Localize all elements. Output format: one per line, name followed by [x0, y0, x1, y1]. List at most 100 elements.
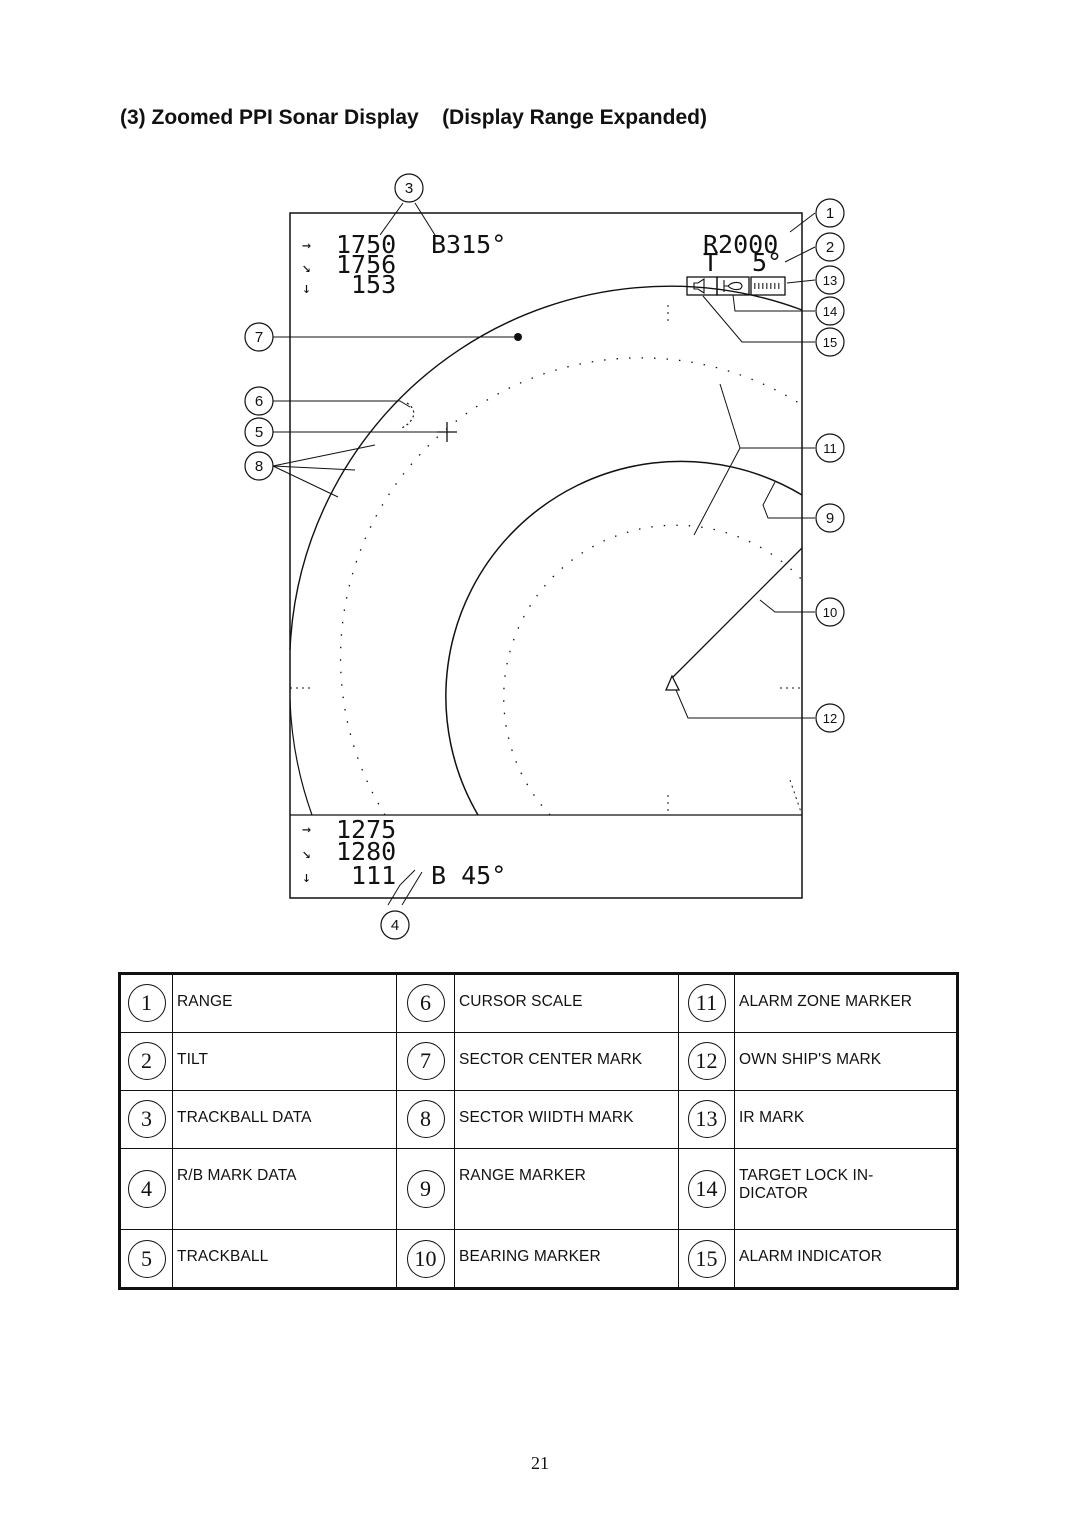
trackball-range-symbol: →	[302, 236, 311, 254]
legend-number: 1	[127, 984, 166, 1023]
own-ship-mark	[665, 674, 681, 691]
alarm-zone-inner-arc	[503, 524, 803, 816]
trackball-depth-symbol: ↓	[302, 279, 311, 297]
legend-label: SECTOR CENTER MARK	[454, 1031, 679, 1091]
display-frame	[289, 212, 803, 899]
callout-markers: 3 1 2 13 14 15 7 6 5 8 11 9 10 12 4	[244, 173, 845, 940]
outer-sector-arc	[289, 285, 803, 651]
callout-11: 11	[815, 433, 845, 463]
legend-label: TARGET LOCK IN- DICATOR	[734, 1147, 957, 1231]
legend-label: CURSOR SCALE	[454, 974, 679, 1033]
callout-3: 3	[394, 173, 424, 203]
callout-1: 1	[815, 198, 845, 228]
svg-text:10: 10	[823, 605, 837, 620]
svg-text:14: 14	[823, 304, 837, 319]
legend-row: 5 TRACKBALL 10 BEARING MARKER 15 ALARM I…	[120, 1229, 957, 1288]
rb-depth: 111	[351, 861, 396, 890]
ir-mark-icons	[686, 276, 786, 296]
svg-text:1: 1	[826, 205, 834, 222]
trackball-bearing: B315°	[431, 230, 506, 259]
legend-number: 10	[406, 1239, 445, 1278]
legend-number: 9	[406, 1169, 445, 1208]
legend-label: BEARING MARKER	[454, 1229, 679, 1288]
legend-number: 14	[687, 1169, 726, 1208]
legend-number: 8	[406, 1100, 445, 1139]
rb-slant: 1280	[336, 837, 396, 866]
callout-5: 5	[244, 417, 274, 447]
svg-text:4: 4	[391, 917, 399, 934]
sector-center-mark	[514, 333, 522, 341]
callout-8: 8	[244, 451, 274, 481]
legend-label: ALARM ZONE MARKER	[734, 974, 957, 1033]
legend-number: 12	[687, 1042, 726, 1081]
legend-table: 1 RANGE 6 CURSOR SCALE 11 ALARM ZONE MAR…	[118, 972, 959, 1290]
legend-label: ALARM INDICATOR	[734, 1229, 957, 1288]
svg-text:5: 5	[255, 424, 263, 441]
svg-text:15: 15	[823, 335, 837, 350]
trackball-slant-symbol: ↘	[302, 258, 311, 276]
callout-13: 13	[815, 265, 845, 295]
svg-text:7: 7	[255, 329, 263, 346]
section-heading: (3) Zoomed PPI Sonar Display (Display Ra…	[120, 106, 707, 129]
trackball-cursor	[437, 422, 457, 442]
rb-range-symbol: →	[302, 820, 311, 838]
cursor-scale	[401, 402, 415, 429]
legend-row: 1 RANGE 6 CURSOR SCALE 11 ALARM ZONE MAR…	[120, 974, 957, 1033]
trackball-data-readout: → 1750 ↘ 1756 ↓ 153 B315°	[302, 230, 506, 299]
trackball-depth: 153	[351, 270, 396, 299]
svg-text:2: 2	[826, 239, 834, 256]
range-marker-arc	[445, 460, 803, 816]
legend-row: 2 TILT 7 SECTOR CENTER MARK 12 OWN SHIP'…	[120, 1031, 957, 1091]
legend-label: OWN SHIP'S MARK	[734, 1031, 957, 1091]
legend-number: 6	[406, 984, 445, 1023]
rb-range: 1275	[336, 815, 396, 844]
legend-label: RANGE	[172, 974, 397, 1033]
svg-text:8: 8	[255, 458, 263, 475]
tilt-label: T	[703, 248, 718, 277]
range-readout: R2000	[703, 230, 778, 259]
callout-9: 9	[815, 503, 845, 533]
callout-leader-lines	[272, 202, 816, 906]
bearing-marker-line	[671, 547, 803, 679]
legend-label: RANGE MARKER	[454, 1147, 679, 1231]
legend-number: 13	[687, 1100, 726, 1139]
legend-label: SECTOR WIIDTH MARK	[454, 1089, 679, 1149]
callout-7: 7	[244, 322, 274, 352]
callout-6: 6	[244, 386, 274, 416]
svg-text:11: 11	[823, 441, 837, 456]
callout-12: 12	[815, 703, 845, 733]
rb-bearing: B 45°	[431, 861, 506, 890]
legend-label: IR MARK	[734, 1089, 957, 1149]
callout-14: 14	[815, 296, 845, 326]
legend-number: 11	[687, 984, 726, 1023]
page-number: 21	[531, 1453, 549, 1473]
svg-text:6: 6	[255, 393, 263, 410]
tilt-value: 5°	[752, 248, 782, 277]
legend-number: 15	[687, 1239, 726, 1278]
callout-2: 2	[815, 232, 845, 262]
sonar-display-diagram: → 1750 ↘ 1756 ↓ 153 B315° R2000 T 5° → 1…	[244, 173, 845, 940]
svg-text:12: 12	[823, 711, 837, 726]
ir-mark-icon	[750, 276, 786, 296]
legend-number: 2	[127, 1042, 166, 1081]
legend-label: TRACKBALL	[172, 1229, 397, 1288]
callout-4: 4	[380, 910, 410, 940]
rb-mark-data-readout: → 1275 ↘ 1280 ↓ 111 B 45°	[302, 815, 506, 890]
rb-depth-symbol: ↓	[302, 868, 311, 886]
callout-15: 15	[815, 327, 845, 357]
trackball-range: 1750	[336, 230, 396, 259]
legend-number: 3	[127, 1100, 166, 1139]
legend-label: TILT	[172, 1031, 397, 1091]
rb-slant-symbol: ↘	[302, 844, 311, 862]
legend-row: 3 TRACKBALL DATA 8 SECTOR WIIDTH MARK 13…	[120, 1089, 957, 1149]
legend-row: 4 R/B MARK DATA 9 RANGE MARKER 14 TARGET…	[120, 1147, 957, 1231]
svg-text:13: 13	[823, 273, 837, 288]
svg-text:3: 3	[405, 180, 413, 197]
legend-label: R/B MARK DATA	[172, 1147, 397, 1231]
svg-text:9: 9	[826, 510, 834, 527]
outer-sector-arc-lower	[289, 699, 313, 816]
legend-number: 5	[127, 1239, 166, 1278]
legend-number: 7	[406, 1042, 445, 1081]
trackball-slant: 1756	[336, 250, 396, 279]
target-lock-icon	[716, 276, 750, 296]
